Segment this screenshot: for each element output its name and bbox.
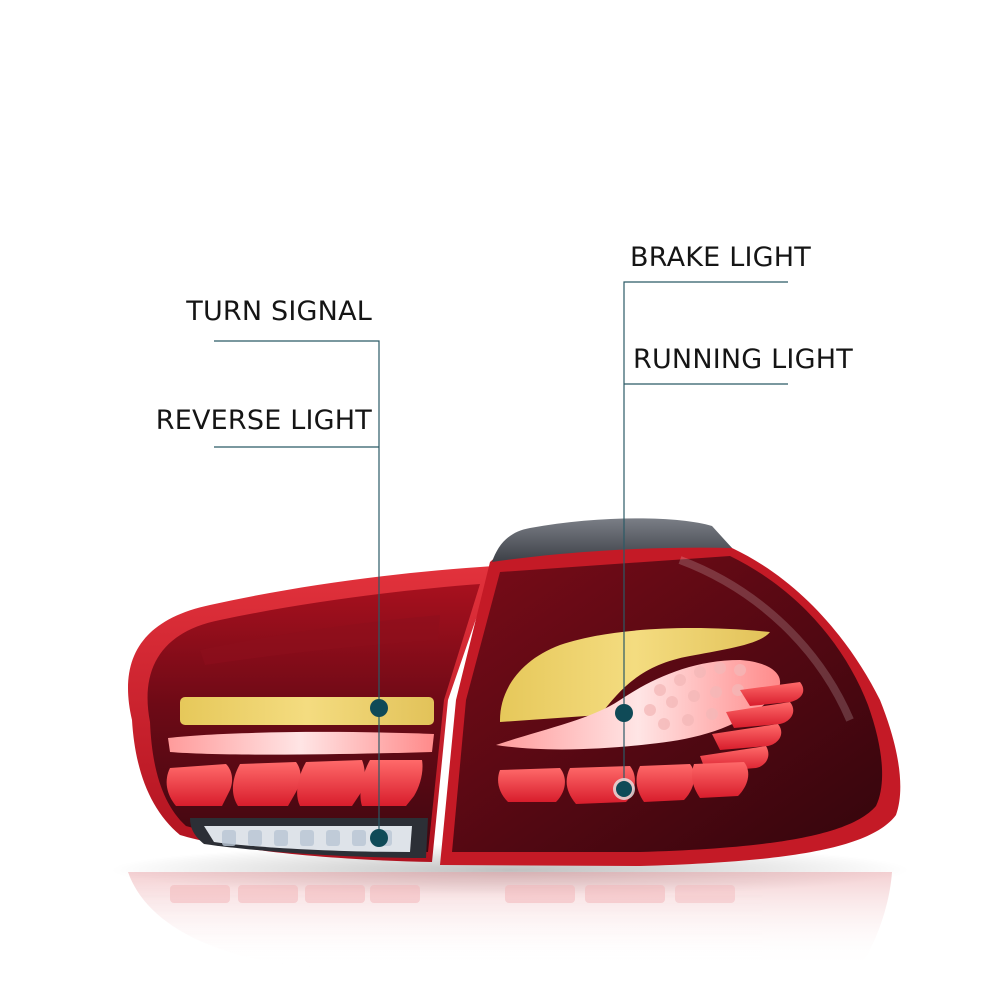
right-wing-chevron-3 [712,724,782,750]
left-wing-segment-4 [360,760,423,806]
left-wing-segment-2 [232,762,301,806]
right-turn-signal [500,628,770,722]
brake-light-label: BRAKE LIGHT [630,242,811,273]
right-wing-chevron-1 [740,682,804,706]
running-light-marker [615,704,633,722]
right-running-light-scales [496,660,781,750]
callout-lines [214,281,788,838]
brake-light-leader [623,281,788,790]
turn-signal-bar [180,697,434,725]
right-brake-segment-1 [498,768,565,802]
right-wing-chevron-2 [726,702,794,728]
right-brake-segment-4 [692,762,749,798]
left-wing-segment-3 [297,760,365,806]
right-lamp-unit [440,518,901,866]
left-running-strip [168,731,434,755]
left-lamp-unit [128,566,494,862]
reverse-light-marker [370,829,388,847]
turn-signal-leader [214,340,380,708]
reverse-light-label: REVERSE LIGHT [155,405,372,436]
brake-light-marker [616,781,632,797]
right-brake-segment-3 [636,764,695,802]
turn-signal-label: TURN SIGNAL [186,296,372,327]
running-light-label: RUNNING LIGHT [633,344,853,375]
floor-reflection [128,872,892,968]
lamp-gasket [492,518,732,562]
turn-signal-marker [370,699,388,717]
left-wing-segment-1 [166,764,233,806]
